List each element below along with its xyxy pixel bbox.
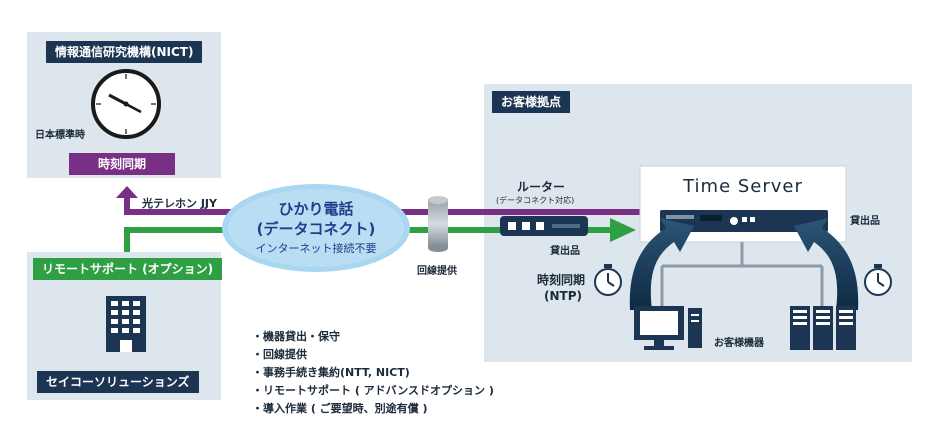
list-item: 事務手続き集約(NTT, NICT)	[252, 364, 494, 382]
line-provision-icon	[428, 196, 448, 252]
time-server-label: Time Server	[683, 176, 803, 197]
clock-caption: 日本標準時	[35, 130, 85, 141]
server-rack-icon	[790, 306, 856, 350]
stopwatch-icon	[594, 264, 622, 296]
building-icon	[106, 296, 146, 352]
company-label: セイコーソリューションズ	[37, 371, 199, 393]
ntp-arrow-left	[629, 218, 694, 310]
customer-site-title: お客様拠点	[492, 91, 571, 113]
router-icon	[500, 216, 588, 236]
computer-icon	[634, 306, 702, 350]
list-item: リモートサポート ( アドバンスドオプション )	[252, 382, 494, 400]
remote-support-title: リモートサポート (オプション)	[33, 258, 223, 280]
jjy-label: 光テレホン JJY	[142, 197, 217, 210]
list-item: 回線提供	[252, 346, 494, 364]
router-rental-label: 貸出品	[550, 246, 580, 257]
router-note: (データコネクト対応)	[496, 196, 575, 205]
list-item: 機器貸出・保守	[252, 328, 494, 346]
cloud-line2: (データコネクト)	[256, 220, 376, 238]
ntp-arrow-right	[794, 218, 859, 310]
service-list: 機器貸出・保守 回線提供 事務手続き集約(NTT, NICT) リモートサポート…	[252, 328, 494, 418]
stopwatch-icon	[864, 264, 892, 296]
cloud-line3: インターネット接続不要	[255, 242, 377, 255]
nict-sync-label: 時刻同期	[69, 153, 175, 175]
server-rental-label: 貸出品	[850, 216, 880, 227]
cloud-shape	[222, 184, 410, 272]
router-label: ルーター	[517, 180, 566, 194]
line-provision-label: 回線提供	[417, 266, 457, 277]
purple-line	[116, 186, 640, 215]
time-sync-label: 時刻同期	[537, 273, 586, 287]
nict-title: 情報通信研究機構(NICT)	[46, 41, 203, 63]
device-tree-lines	[660, 242, 824, 306]
ntp-label: (NTP)	[544, 289, 582, 303]
green-line	[124, 218, 636, 252]
list-item: 導入作業 ( ご要望時、別途有償 )	[252, 400, 494, 418]
customer-devices-label: お客様機器	[714, 338, 764, 349]
wall-clock-icon	[91, 69, 161, 139]
cloud-line1: ひかり電話	[278, 200, 354, 218]
